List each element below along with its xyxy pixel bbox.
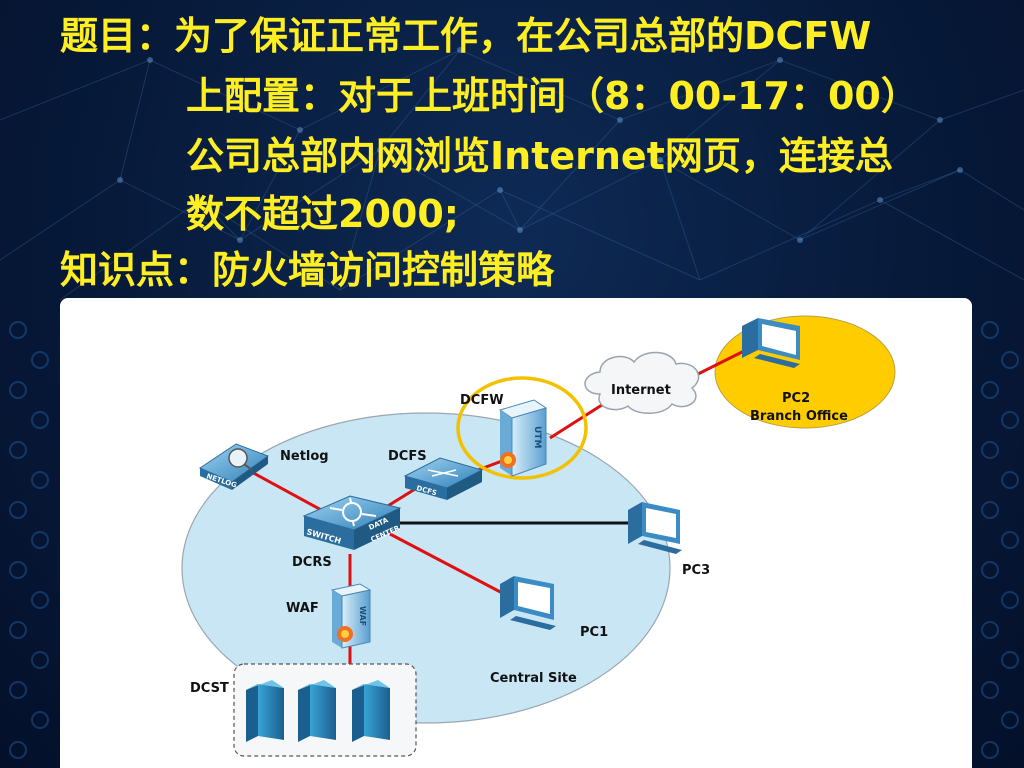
waf-device-mark: WAF	[358, 606, 367, 626]
label-netlog: Netlog	[280, 449, 329, 464]
dcfw-device-icon: UTM	[498, 399, 548, 477]
dcfw-highlight-circle	[456, 376, 588, 480]
knowledge-point: 知识点：防火墙访问控制策略	[60, 248, 555, 292]
dcst-server-icons	[246, 680, 390, 742]
label-internet: Internet	[611, 383, 671, 398]
title-line-2: 上配置：对于上班时间（8：00-17：00）	[186, 74, 919, 118]
label-branch-office: Branch Office	[750, 409, 848, 424]
server-icon	[246, 680, 284, 742]
waf-device-icon: WAF	[330, 583, 372, 649]
server-icon	[352, 680, 390, 742]
network-links	[247, 346, 751, 666]
label-pc3: PC3	[682, 563, 710, 578]
internet-cloud-icon	[584, 351, 700, 414]
utm-device-mark: UTM	[532, 426, 542, 448]
label-dcfw: DCFW	[460, 393, 504, 408]
label-dcfs: DCFS	[388, 449, 427, 464]
pc1-computer-icon	[500, 576, 556, 630]
label-pc1: PC1	[580, 625, 608, 640]
title-line-1: 题目：为了保证正常工作，在公司总部的DCFW	[60, 14, 872, 58]
title-line-4: 数不超过2000;	[186, 192, 459, 236]
topology-panel: NETLOG Netlog DCFS DCFS UTM DCFW Interne…	[60, 298, 972, 768]
link-dcfw-internet	[549, 401, 606, 440]
link-netlog-dcrs	[247, 468, 326, 514]
netlog-device-icon: NETLOG	[198, 443, 270, 490]
link-dcrs-pc1	[389, 532, 509, 598]
pc3-computer-icon	[628, 502, 682, 554]
server-icon	[298, 680, 336, 742]
pc2-computer-icon	[742, 318, 800, 368]
label-dcrs: DCRS	[292, 555, 332, 570]
network-topology-diagram: NETLOG Netlog DCFS DCFS UTM DCFW Interne…	[181, 315, 896, 757]
label-waf: WAF	[286, 601, 319, 616]
central-site-area	[181, 412, 671, 724]
link-internet-pc2	[689, 346, 751, 380]
label-pc2: PC2	[782, 391, 810, 406]
title-line-3: 公司总部内网浏览Internet网页，连接总	[186, 134, 893, 178]
label-central-site: Central Site	[490, 671, 577, 686]
label-dcst: DCST	[190, 681, 229, 696]
